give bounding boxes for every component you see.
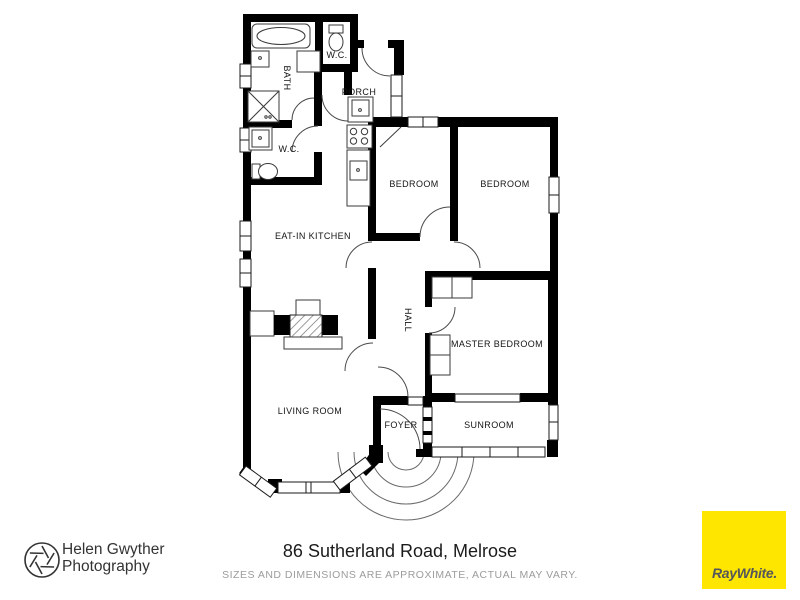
raywhite-logo: RayWhite. <box>702 511 786 589</box>
toilet-icon <box>251 163 278 180</box>
room-label-porch: PORCH <box>342 87 377 97</box>
front-door-arc <box>379 408 421 450</box>
raywhite-wordmark: RayWhite. <box>712 565 777 581</box>
photographer-name-line1: Helen Gwyther <box>62 541 165 558</box>
room-label-bedroom-1: BEDROOM <box>389 179 438 189</box>
wc-sink-icon <box>248 126 273 151</box>
bay-window <box>238 456 373 498</box>
door-arc <box>428 306 456 334</box>
fixtures <box>247 23 473 376</box>
walls <box>239 14 558 493</box>
bath-cabinet <box>296 50 321 73</box>
photographer-name: Helen Gwyther Photography <box>62 541 165 575</box>
room-label-master-bedroom: MASTER BEDROOM <box>451 339 543 349</box>
door-arc <box>377 366 409 398</box>
window <box>239 63 252 89</box>
room-label-wc-top: W.C. <box>326 50 347 60</box>
room-label-foyer: FOYER <box>384 420 417 430</box>
laundry-trough-icon <box>347 96 374 123</box>
room-labels: BATH W.C. PORCH W.C. BEDROOM BEDROOM EAT… <box>275 50 543 430</box>
window <box>390 74 403 118</box>
closet <box>429 334 451 376</box>
fireplace <box>249 299 343 350</box>
toilet-icon <box>328 24 344 52</box>
door-arc <box>361 47 391 77</box>
chimney-corner <box>379 126 402 148</box>
closet <box>431 276 473 299</box>
room-label-kitchen: EAT-IN KITCHEN <box>275 231 351 241</box>
door-arc <box>419 206 451 238</box>
aperture-icon <box>24 542 60 578</box>
room-label-sunroom: SUNROOM <box>464 420 514 430</box>
door-arc <box>321 94 349 122</box>
window <box>239 258 252 288</box>
photographer-name-line2: Photography <box>62 558 150 575</box>
windows <box>238 63 560 498</box>
door-arc <box>453 241 481 269</box>
window <box>431 446 546 458</box>
window <box>454 393 521 403</box>
door-arc <box>291 125 319 153</box>
window <box>407 396 424 406</box>
room-label-living-room: LIVING ROOM <box>278 406 342 416</box>
bathtub-icon <box>251 23 311 49</box>
room-label-hall: HALL <box>403 308 413 332</box>
door-arc <box>344 342 374 372</box>
room-label-bedroom-2: BEDROOM <box>480 179 529 189</box>
doors <box>291 47 481 450</box>
window <box>422 406 433 444</box>
shower-icon <box>247 90 280 123</box>
room-label-wc-lower: W.C. <box>278 144 299 154</box>
room-label-bath: BATH <box>282 66 292 91</box>
door-arc <box>345 241 373 269</box>
bath-sink-icon <box>250 50 270 68</box>
kitchen-counter <box>346 149 371 207</box>
window <box>548 404 559 441</box>
window <box>407 116 439 128</box>
stove-icon <box>346 124 373 149</box>
window <box>239 220 252 252</box>
disclaimer-text: SIZES AND DIMENSIONS ARE APPROXIMATE, AC… <box>222 569 578 581</box>
window <box>548 176 560 214</box>
door-arc <box>291 97 315 121</box>
address-text: 86 Sutherland Road, Melrose <box>282 541 518 561</box>
